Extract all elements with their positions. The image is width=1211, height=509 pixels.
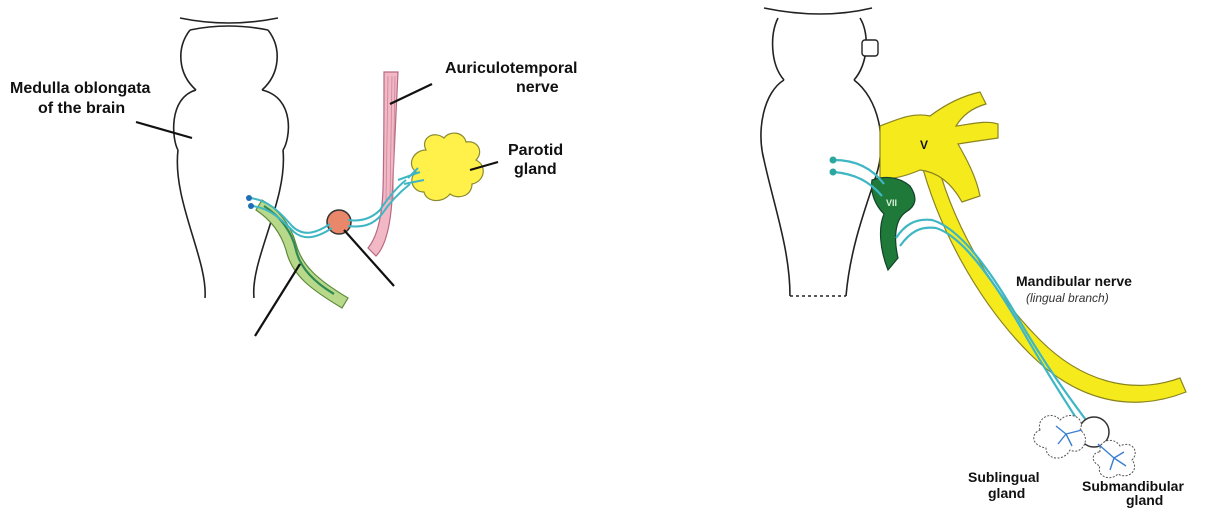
submandibular-label-line2: gland [1126,492,1163,508]
auriculotemporal-label-line1: Auriculotemporal [445,60,577,77]
sublingual-gland [1034,415,1086,458]
fiber-origin-dot [830,169,837,176]
mandibular-label-line2: (lingual branch) [1026,291,1109,305]
brainstem-outline [761,8,881,296]
medulla-label-line1: Medulla oblongata [10,80,151,97]
sublingual-label-line2: gland [988,485,1025,501]
svg-text:gland: gland [1126,492,1163,508]
otic-ganglion-leader [344,230,394,286]
fiber-origin-dot [830,157,837,164]
svg-text:VII: VII [886,198,897,208]
svg-text:Parotid: Parotid [508,142,563,159]
trigeminal-mark: V [920,138,928,152]
facial-nerve-leader [255,264,300,336]
svg-text:Auriculotemporal: Auriculotemporal [445,60,577,77]
svg-text:Mandibular nerve: Mandibular nerve [1016,273,1132,289]
mandibular-label-line1: Mandibular nerve [1016,273,1132,289]
otic-ganglion [327,210,351,234]
sublingual-label-line1: Sublingual [968,469,1040,485]
fiber-origin-dot [248,203,254,209]
svg-text:V: V [920,138,928,152]
right-diagram: V VII Mandibular nerve (lingual branch) … [761,8,1186,508]
medulla-leader [136,122,192,138]
svg-text:gland: gland [988,485,1025,501]
medulla-oblongata-outline [174,18,289,298]
parotid-label-line2: gland [514,161,557,178]
svg-text:Medulla oblongata: Medulla oblongata [10,80,151,97]
svg-text:nerve: nerve [516,79,559,96]
parotid-gland [411,133,483,201]
svg-text:of the brain: of the brain [38,100,125,117]
parotid-label-line1: Parotid [508,142,563,159]
fiber-origin-dot [246,195,252,201]
auriculotemporal-label-line2: nerve [516,79,559,96]
svg-text:gland: gland [514,161,557,178]
svg-text:(lingual branch): (lingual branch) [1026,291,1109,305]
medulla-label-line2: of the brain [38,100,125,117]
left-diagram: Medulla oblongata of the brain Auriculot… [10,18,577,336]
facial-mark: VII [886,198,897,208]
svg-text:Sublingual: Sublingual [968,469,1040,485]
